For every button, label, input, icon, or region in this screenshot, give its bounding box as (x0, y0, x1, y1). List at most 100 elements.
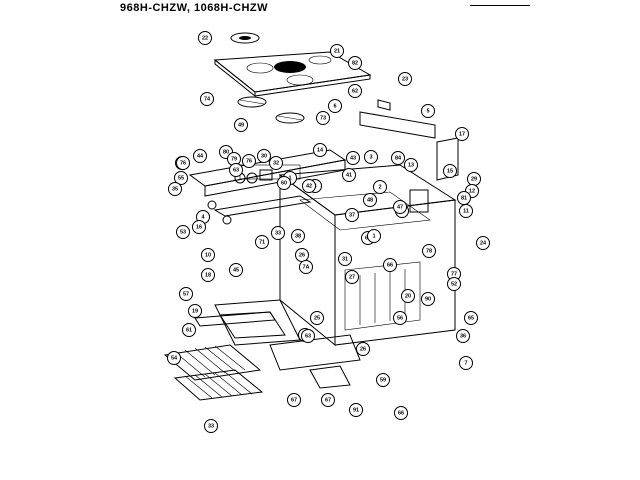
callout-number: 63 (233, 167, 239, 173)
callout-26: 26 (356, 342, 370, 356)
callout-26: 26 (295, 248, 309, 262)
callout-13: 13 (404, 158, 418, 172)
callout-55: 55 (174, 171, 188, 185)
oven-body (278, 164, 457, 347)
callout-91: 91 (349, 403, 363, 417)
callout-76: 76 (176, 156, 190, 170)
callout-43: 43 (346, 151, 360, 165)
callout-number: 35 (172, 186, 178, 192)
callout-52: 52 (447, 277, 461, 291)
back-panels (359, 99, 459, 181)
callout-number: 31 (342, 256, 348, 262)
callout-number: 84 (395, 155, 402, 161)
callout-number: 78 (426, 248, 432, 254)
callout-number: 17 (459, 131, 465, 137)
callout-41: 41 (342, 168, 356, 182)
callout-number: 52 (451, 281, 457, 287)
callout-number: 47 (397, 204, 403, 210)
callout-35: 35 (168, 182, 182, 196)
callout-number: 5 (426, 108, 429, 114)
callout-17: 17 (455, 127, 469, 141)
callout-number: 59 (380, 377, 386, 383)
callout-49: 49 (234, 118, 248, 132)
callout-number: 12 (469, 188, 475, 194)
callout-number: 55 (178, 175, 184, 181)
callout-76: 76 (242, 154, 256, 168)
callout-number: 82 (352, 60, 358, 66)
callout-number: 36 (460, 333, 466, 339)
callout-24: 24 (476, 236, 490, 250)
callout-number: 41 (346, 172, 352, 178)
callout-number: 67 (325, 397, 331, 403)
callout-number: 67 (291, 397, 297, 403)
callout-53: 53 (176, 225, 190, 239)
callout-number: 61 (186, 327, 192, 333)
callout-29: 29 (467, 172, 481, 186)
callout-number: 33 (275, 230, 281, 236)
callout-82: 82 (348, 56, 362, 70)
callout-number: 37 (349, 212, 355, 218)
callout-number: 44 (197, 153, 204, 159)
callout-number: 90 (425, 296, 431, 302)
callout-number: 4 (201, 214, 205, 220)
callout-number: 66 (387, 262, 393, 268)
callout-number: 65 (468, 315, 474, 321)
callout-27: 27 (345, 270, 359, 284)
callout-number: 1 (372, 233, 375, 239)
oven-door (194, 299, 301, 346)
callout-number: 14 (317, 147, 324, 153)
callout-47: 47 (393, 200, 407, 214)
callout-number: 91 (353, 407, 359, 413)
callout-1: 1 (367, 229, 381, 243)
callout-62: 62 (348, 84, 362, 98)
callout-14: 14 (313, 143, 327, 157)
callout-10: 10 (201, 248, 215, 262)
callout-number: 23 (402, 76, 408, 82)
callout-33: 33 (271, 226, 285, 240)
callout-number: 6 (333, 103, 336, 109)
callout-number: 76 (180, 160, 186, 166)
callout-number: 66 (398, 410, 404, 416)
callout-number: 56 (397, 315, 403, 321)
callout-number: 7A (302, 264, 309, 270)
callout-number: 80 (223, 149, 229, 155)
callout-38: 38 (291, 229, 305, 243)
callout-67: 67 (287, 393, 301, 407)
callout-number: 24 (480, 240, 487, 246)
callout-59: 59 (376, 373, 390, 387)
callout-5: 5 (421, 104, 435, 118)
callout-31: 31 (338, 252, 352, 266)
callout-number: 48 (367, 197, 373, 203)
callout-84: 84 (391, 151, 405, 165)
callout-number: 81 (461, 195, 467, 201)
callout-37: 37 (345, 208, 359, 222)
callout-81: 81 (457, 191, 471, 205)
callout-67: 67 (321, 393, 335, 407)
callout-61: 61 (182, 323, 196, 337)
callout-45: 45 (229, 263, 243, 277)
callout-7: 7 (459, 356, 473, 370)
callout-number: 33 (208, 423, 214, 429)
callout-15: 15 (443, 164, 457, 178)
callout-65: 65 (464, 311, 478, 325)
callout-32: 32 (269, 156, 283, 170)
callout-number: 20 (405, 293, 411, 299)
callout-number: 11 (463, 208, 469, 214)
callout-number: 77 (451, 271, 457, 277)
callout-number: 1 (288, 175, 291, 181)
callout-16: 16 (192, 220, 206, 234)
callout-30: 30 (257, 149, 271, 163)
callout-90: 90 (421, 292, 435, 306)
callout-number: 74 (204, 96, 211, 102)
callout-number: 29 (471, 176, 477, 182)
header-rule (470, 5, 530, 6)
callout-63: 63 (229, 163, 243, 177)
callout-number: 49 (238, 122, 244, 128)
callout-56: 56 (393, 311, 407, 325)
callout-number: 27 (349, 274, 355, 280)
callout-2: 2 (373, 180, 387, 194)
callout-54: 54 (167, 351, 181, 365)
callout-3: 3 (364, 150, 378, 164)
callout-number: 26 (299, 252, 305, 258)
callout-19: 19 (188, 304, 202, 318)
